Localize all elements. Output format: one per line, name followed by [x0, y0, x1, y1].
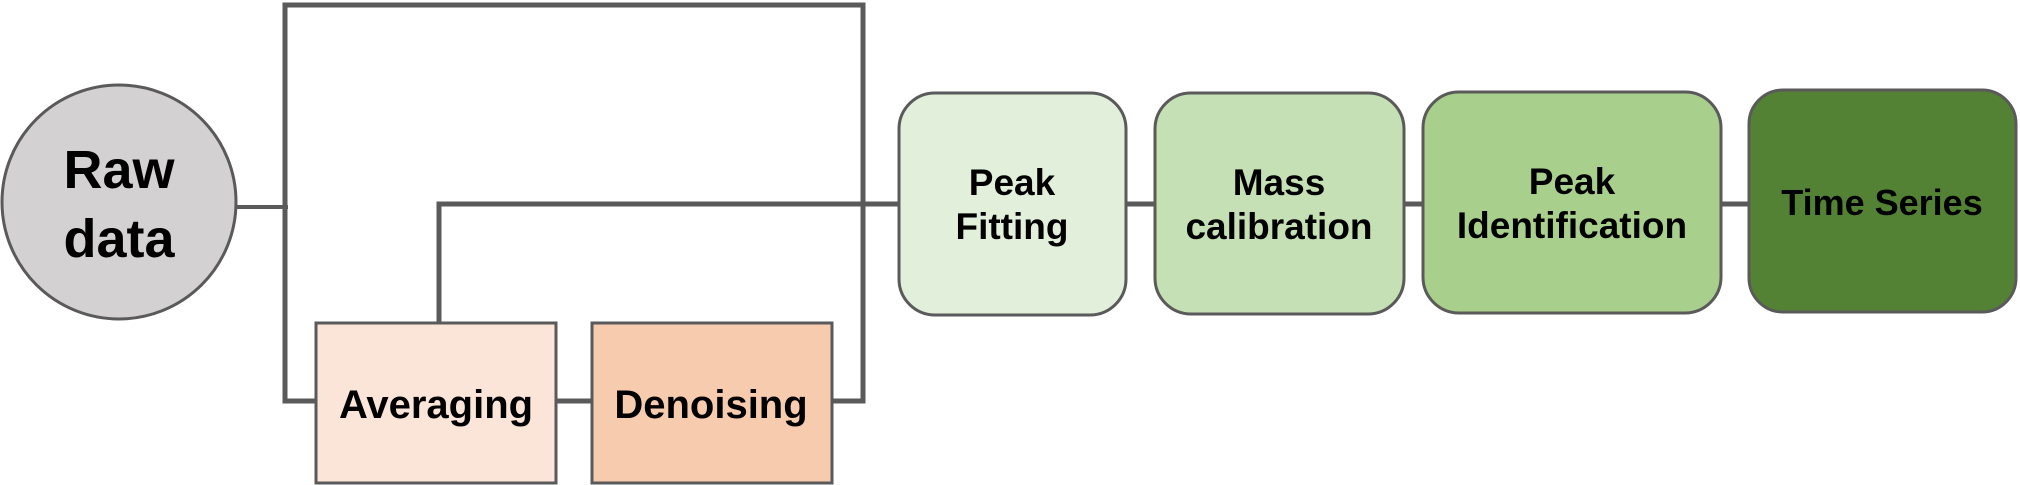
peak-fitting-label-line2: Fitting: [955, 206, 1068, 247]
raw-data-circle: [0, 83, 238, 321]
connectors: [235, 2, 1752, 404]
peak-fitting-label-line1: Peak: [969, 162, 1056, 203]
time-series-label: Time Series: [1781, 182, 1982, 223]
peak-identification-box: [1421, 90, 1723, 315]
averaging-label: Averaging: [339, 383, 533, 427]
raw-data-label-line2: data: [63, 209, 175, 269]
node-averaging: Averaging: [314, 321, 558, 485]
denoising-label: Denoising: [614, 383, 807, 427]
node-mass-calibration: Mass calibration: [1153, 91, 1406, 316]
node-peak-identification: Peak Identification: [1421, 90, 1723, 315]
node-time-series: Time Series: [1747, 88, 2018, 314]
node-peak-fitting: Peak Fitting: [897, 91, 1128, 317]
averaging-box: [314, 321, 558, 485]
time-series-box: [1747, 88, 2018, 314]
node-raw-data: Raw data: [0, 83, 238, 321]
mass-calibration-label-line1: Mass: [1233, 162, 1326, 203]
raw-data-label-line1: Raw: [63, 140, 175, 200]
mass-calibration-label-line2: calibration: [1185, 206, 1372, 247]
mass-calibration-box: [1153, 91, 1406, 316]
peak-identification-label-line2: Identification: [1457, 205, 1687, 246]
peak-fitting-box: [897, 91, 1128, 317]
peak-identification-label-line1: Peak: [1529, 161, 1616, 202]
node-denoising: Denoising: [590, 321, 834, 485]
denoising-box: [590, 321, 834, 485]
